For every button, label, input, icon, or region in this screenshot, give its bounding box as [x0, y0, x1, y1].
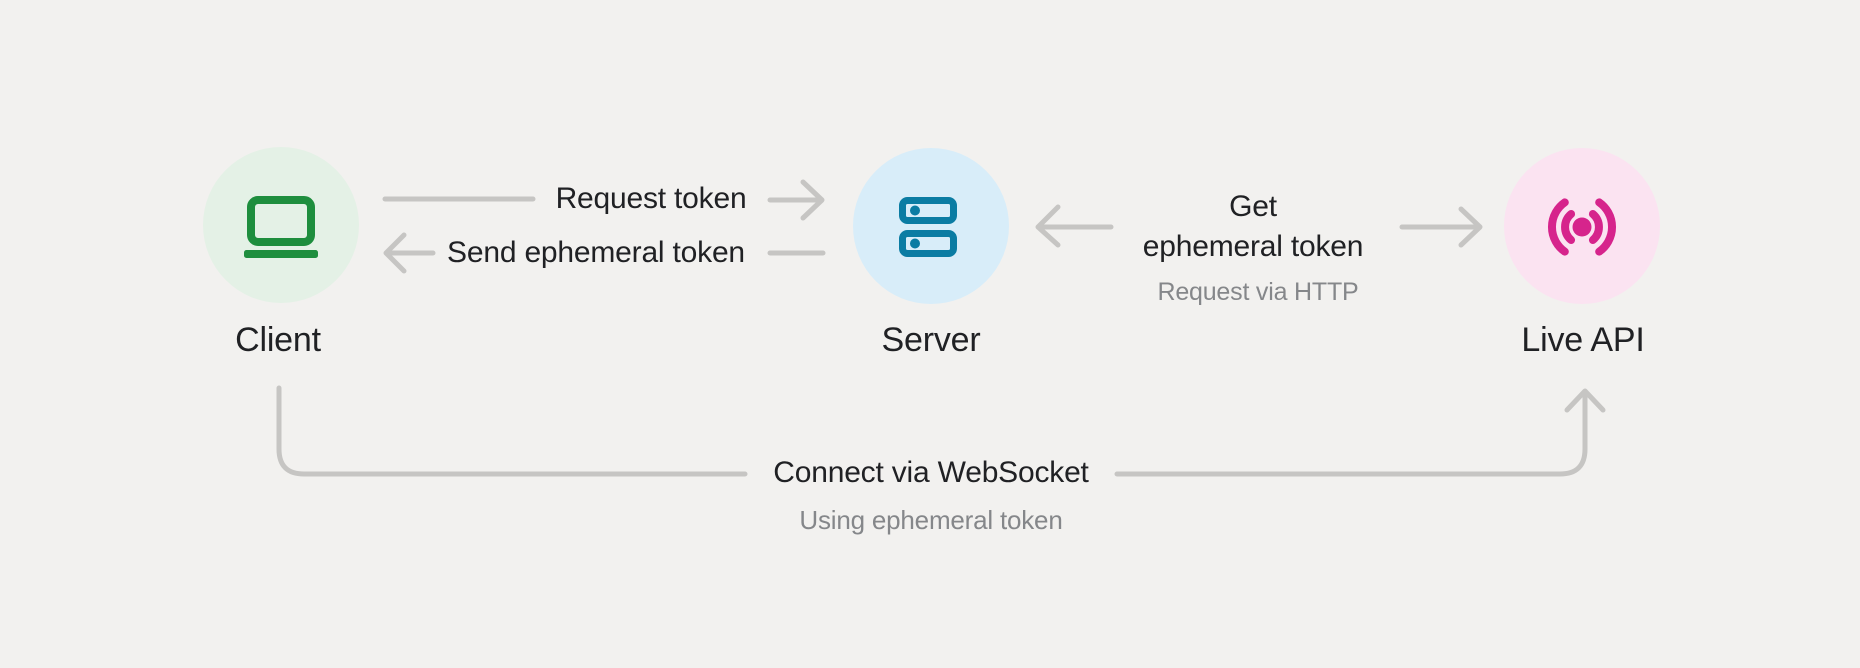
client-node-label: Client: [235, 321, 321, 359]
server-node: [853, 148, 1009, 304]
arrow-right-icon: [800, 179, 825, 221]
arrow-up-icon: [1564, 388, 1606, 413]
connector-strokes: [276, 179, 1606, 477]
live-api-node: [1504, 148, 1660, 304]
get-ephemeral-token-arrows: [1035, 204, 1483, 248]
request-token-label: Request token: [555, 182, 747, 215]
request-via-http-sublabel: Request via HTTP: [1157, 278, 1359, 306]
live-api-node-label: Live API: [1521, 321, 1645, 359]
connect-websocket-path: [276, 385, 1606, 477]
arrow-right-icon: [1458, 206, 1483, 248]
send-ephemeral-token-arrow: [383, 232, 826, 274]
connect-websocket-label: Connect via WebSocket: [773, 456, 1089, 489]
send-ephemeral-token-label: Send ephemeral token: [447, 236, 745, 269]
broadcast-icon: [1548, 198, 1616, 256]
client-node: [203, 147, 359, 303]
broadcast-icon-dot: [1572, 217, 1592, 237]
laptop-base-icon: [244, 250, 318, 258]
server-node-circle: [853, 148, 1009, 304]
server-icon-dots: [910, 205, 920, 249]
server-node-label: Server: [881, 321, 981, 359]
get-ephemeral-token-label-line2: ephemeral token: [1142, 230, 1364, 263]
laptop-icon: [247, 196, 315, 246]
server-icon: [899, 197, 957, 257]
client-node-circle: [203, 147, 359, 303]
get-ephemeral-token-label-line1: Get: [1229, 190, 1277, 223]
get-ephemeral-token-label: Get ephemeral token: [1103, 187, 1403, 267]
using-ephemeral-token-sublabel: Using ephemeral token: [799, 505, 1063, 535]
request-token-arrow: [382, 179, 825, 221]
